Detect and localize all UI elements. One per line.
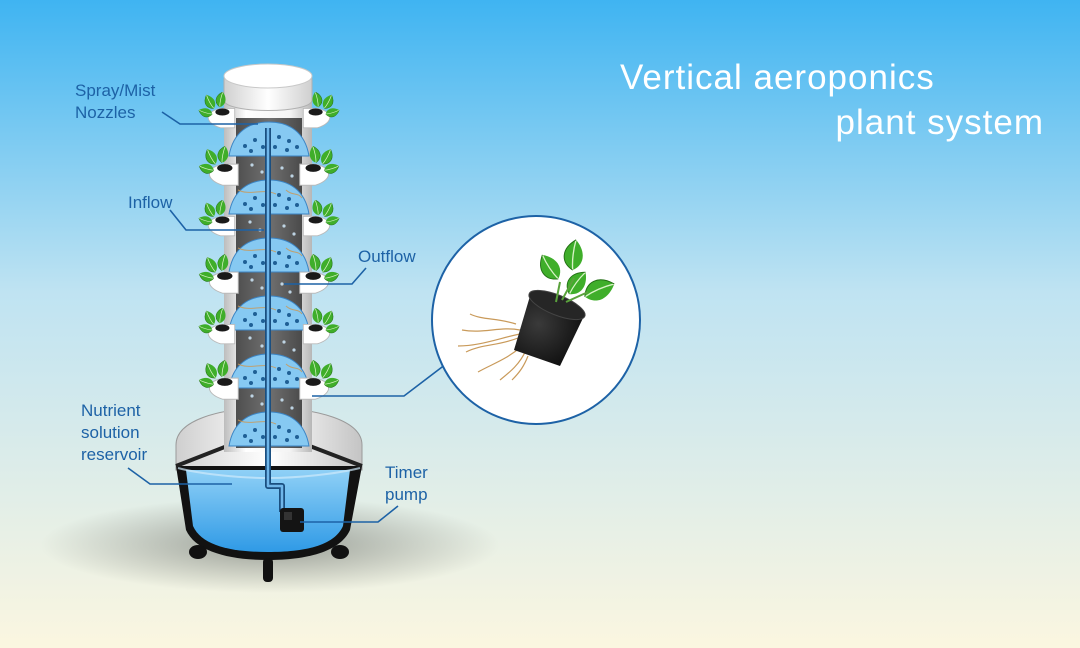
leader-inflow — [169, 209, 264, 231]
leader-spray — [161, 111, 258, 125]
foot-right — [331, 545, 349, 559]
nutrient-water — [186, 470, 350, 552]
label-nutrient-reservoir: Nutrient solution reservoir — [81, 401, 148, 464]
pump-icon — [280, 508, 304, 532]
detail-magnifier — [431, 215, 641, 425]
label-inflow: Inflow — [128, 193, 173, 212]
title-line-1: Vertical aeroponics — [620, 58, 935, 97]
leader-outflow — [284, 267, 367, 285]
leader-reservoir — [127, 467, 232, 485]
label-outflow: Outflow — [358, 247, 416, 266]
leader-detail — [312, 363, 447, 397]
foot-left — [189, 545, 207, 559]
foot-center — [263, 558, 273, 582]
leader-pump — [300, 505, 399, 523]
plant-pot-icon — [514, 289, 586, 366]
diagram-title: Vertical aeroponics plant system — [524, 56, 1044, 146]
leader-lines — [127, 111, 447, 523]
label-spray-nozzles: Spray/Mist Nozzles — [75, 81, 156, 122]
title-line-2: plant system — [835, 102, 1044, 142]
label-timer-pump: Timer pump — [385, 463, 428, 504]
